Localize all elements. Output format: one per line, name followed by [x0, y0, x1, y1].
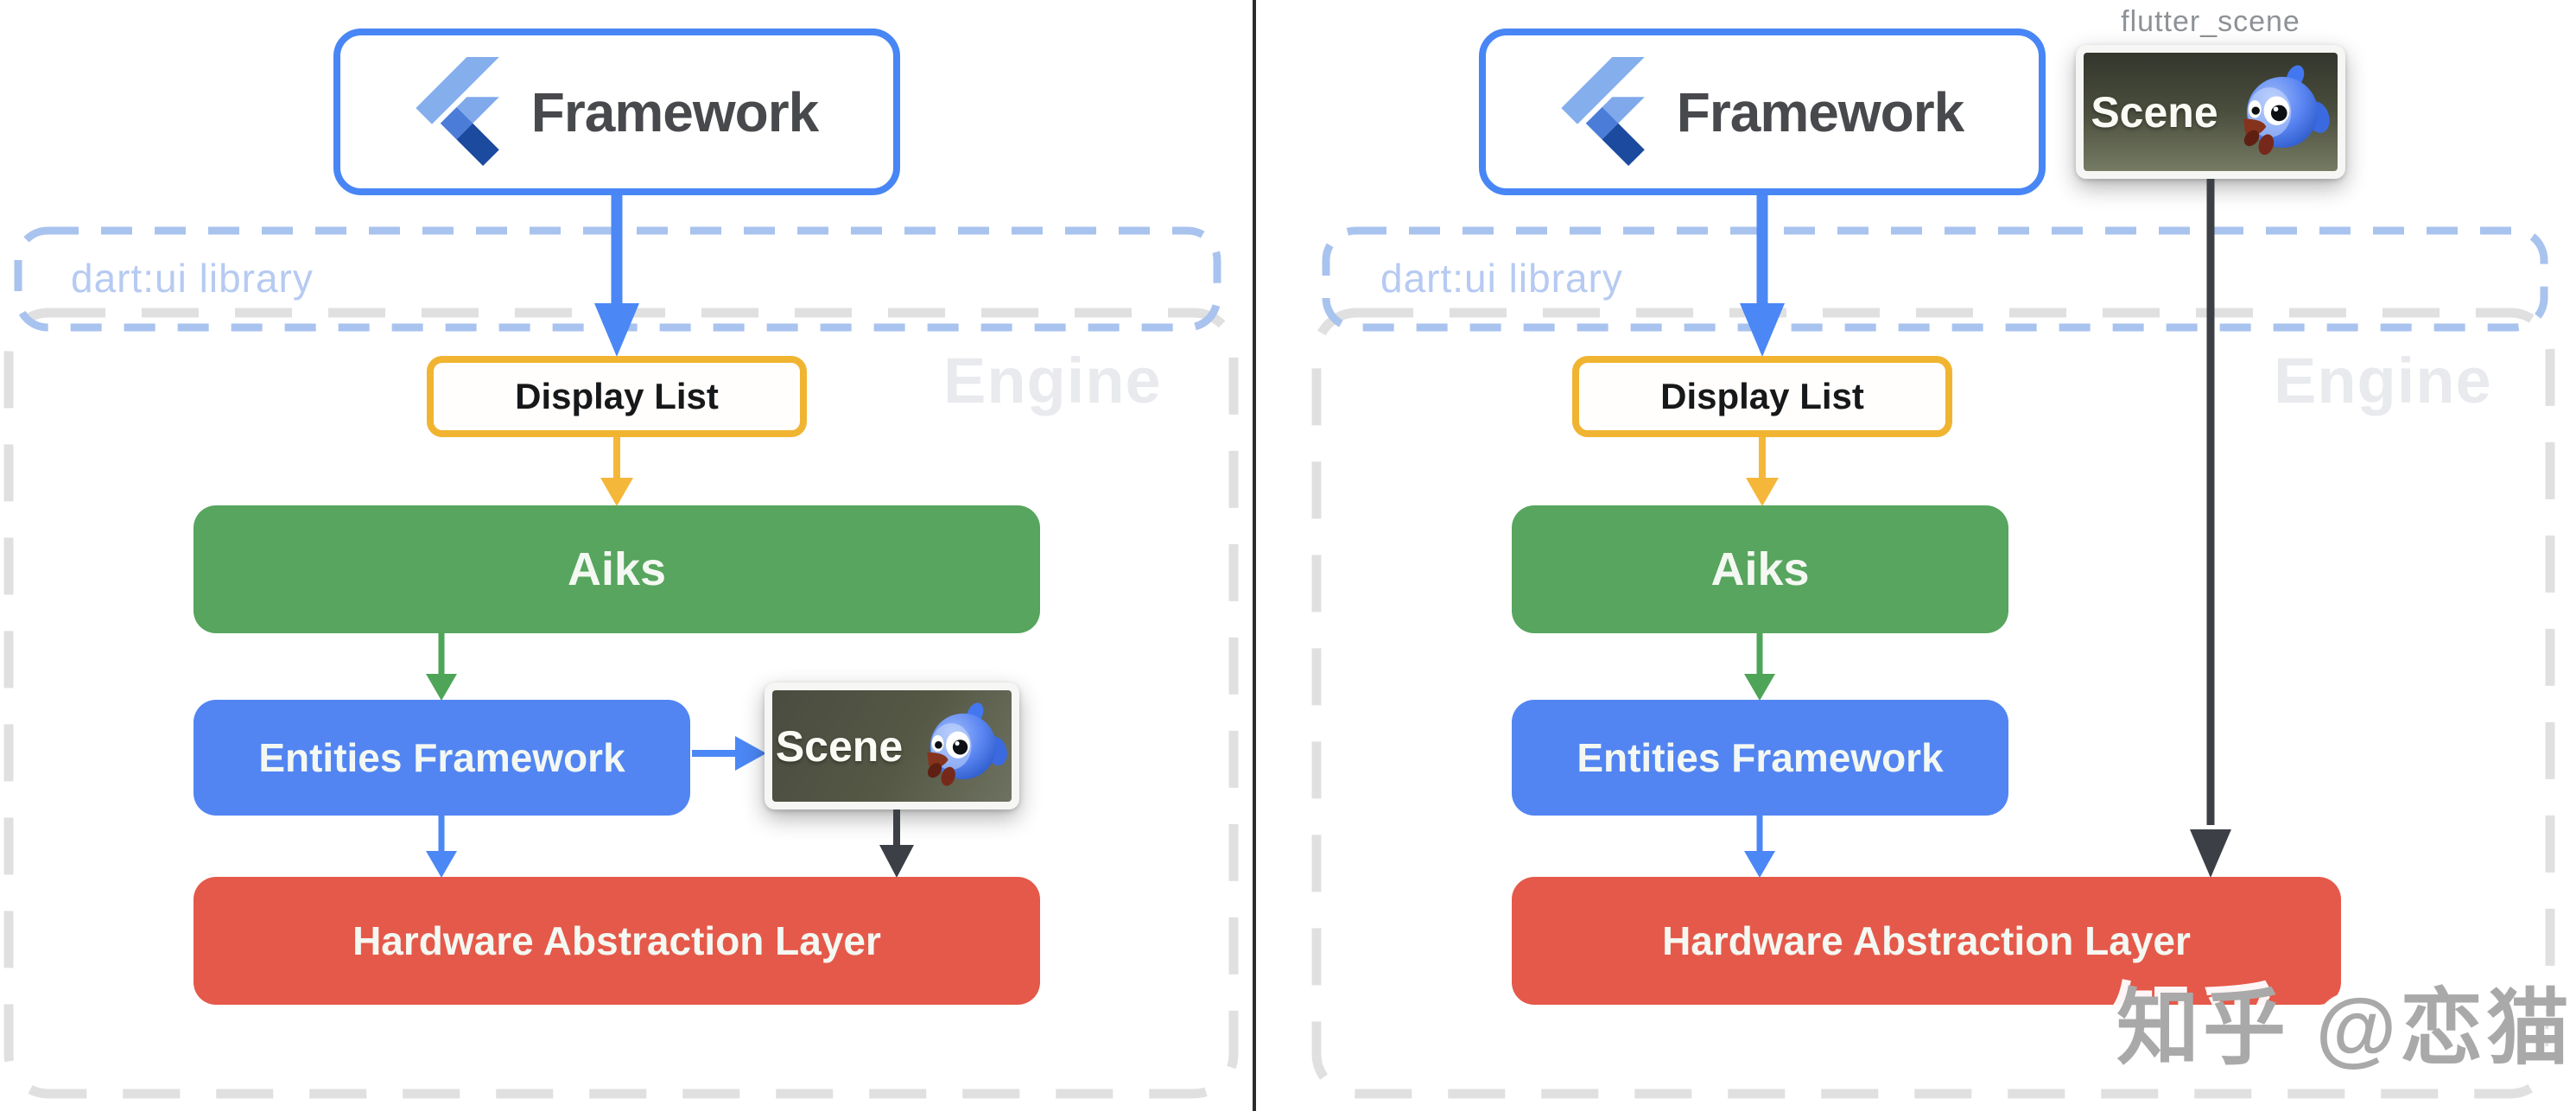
arrow-shaft	[1756, 192, 1768, 304]
scene-label: Scene	[2091, 87, 2218, 136]
arrow-aiks-to-entities	[1744, 633, 1775, 701]
arrow-head	[735, 736, 766, 771]
scene-box: Scene	[2076, 45, 2345, 179]
entities-framework-label: Entities Framework	[258, 735, 625, 780]
entities-framework-box: Entities Framework	[1512, 700, 2008, 816]
arrow-entities-to-hal	[1744, 816, 1775, 878]
scene-label: Scene	[775, 721, 904, 771]
arrow-displaylist-to-aiks	[600, 437, 633, 506]
arrow-entities-to-scene	[692, 734, 766, 772]
dartui-library-label: dart:ui library	[1380, 256, 1623, 301]
hardware-abstraction-layer-label: Hardware Abstraction Layer	[352, 918, 881, 963]
aiks-box: Aiks	[194, 505, 1040, 633]
entities-framework-box: Entities Framework	[194, 700, 690, 816]
aiks-box: Aiks	[1512, 505, 2008, 633]
panel-divider	[1253, 0, 1256, 1111]
flutter-logo-icon	[1561, 56, 1645, 166]
arrow-shaft	[1756, 816, 1763, 852]
package-label-flutter-scene: flutter_scene	[2121, 5, 2300, 38]
dartui-library-label: dart:ui library	[71, 256, 314, 301]
framework-box: Framework	[333, 29, 900, 195]
scene-box: Scene	[765, 682, 1019, 809]
arrow-framework-to-displaylist	[1740, 192, 1785, 357]
framework-box: Framework	[1479, 29, 2046, 195]
fish-icon	[2243, 65, 2330, 155]
arrow-scene-to-hal	[879, 809, 914, 878]
scene-image: Scene	[2084, 53, 2338, 171]
arrow-shaft	[1759, 437, 1766, 479]
scene-image: Scene	[772, 690, 1012, 802]
arrow-head	[1740, 303, 1785, 357]
arrow-aiks-to-entities	[426, 633, 457, 701]
aiks-label: Aiks	[567, 543, 667, 595]
arrow-head	[426, 851, 457, 878]
arrow-framework-to-displaylist	[594, 192, 639, 357]
arrow-shaft	[692, 750, 737, 757]
arrow-head	[1744, 674, 1775, 701]
arrow-shaft	[613, 437, 620, 479]
display-list-box: Display List	[427, 356, 807, 437]
engine-label: Engine	[2274, 345, 2492, 416]
flutter-logo-icon	[416, 56, 499, 166]
arrow-entities-to-hal	[426, 816, 457, 878]
hardware-abstraction-layer-box: Hardware Abstraction Layer	[194, 877, 1040, 1005]
watermark: 知乎 @恋猫	[2116, 982, 2573, 1075]
arrow-head	[1746, 478, 1779, 506]
engine-label: Engine	[943, 345, 1162, 416]
engine-box	[1311, 308, 2555, 1099]
fish-icon	[927, 702, 1008, 786]
arrow-head	[879, 845, 914, 878]
arrow-shaft	[893, 809, 900, 846]
display-list-label: Display List	[515, 376, 719, 416]
arrow-head	[426, 674, 457, 701]
framework-label: Framework	[530, 80, 819, 143]
hardware-abstraction-layer-label: Hardware Abstraction Layer	[1662, 918, 2191, 963]
display-list-box: Display List	[1572, 356, 1952, 437]
hardware-abstraction-layer-box: Hardware Abstraction Layer	[1512, 877, 2341, 1005]
display-list-label: Display List	[1660, 376, 1864, 416]
arrow-shaft	[2206, 179, 2215, 825]
arrow-shaft	[438, 633, 445, 675]
arrow-scene-to-hal-long	[2190, 179, 2231, 878]
entities-framework-label: Entities Framework	[1577, 735, 1944, 780]
arrow-head	[2190, 829, 2231, 878]
arrow-shaft	[438, 816, 445, 852]
arrow-head	[594, 303, 639, 357]
arrow-shaft	[611, 192, 623, 304]
aiks-label: Aiks	[1710, 543, 1810, 595]
framework-label: Framework	[1676, 80, 1964, 143]
arrow-head	[1744, 851, 1775, 878]
arrow-shaft	[1756, 633, 1763, 675]
arrow-head	[600, 478, 633, 506]
arrow-displaylist-to-aiks	[1746, 437, 1779, 506]
